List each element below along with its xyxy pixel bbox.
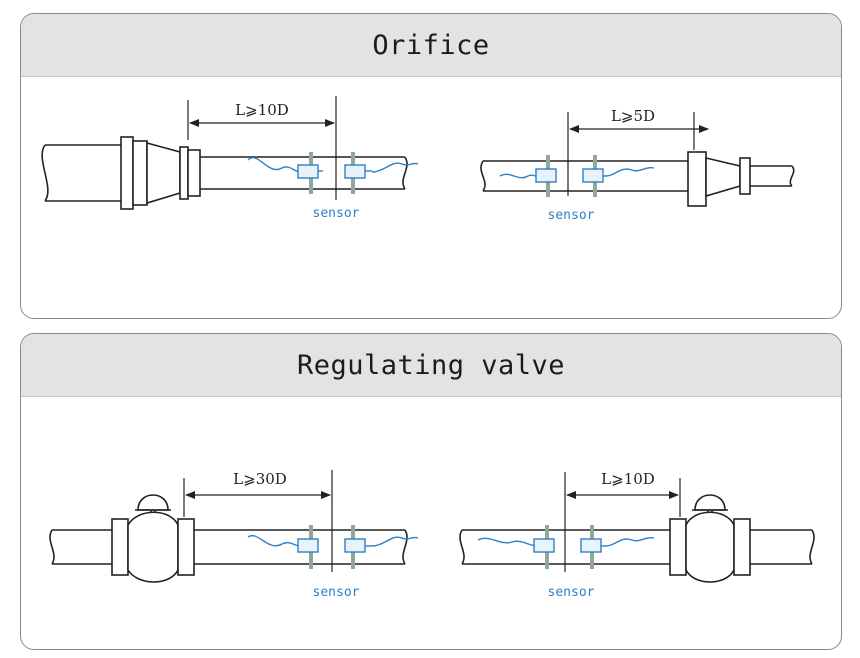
pipe-flange: [179, 146, 189, 200]
orifice-right-sensor-label: sensor: [548, 208, 595, 223]
orifice-title: Orifice: [372, 30, 490, 61]
pipe-flange: [111, 518, 129, 576]
sensor-transducer: [297, 538, 319, 553]
pipe-flange: [669, 518, 687, 576]
pipe-flange: [187, 149, 201, 197]
small-pipe: [750, 165, 795, 187]
sensor-cable: [604, 536, 655, 547]
sensor-cable: [247, 534, 301, 547]
sensor-cable: [371, 536, 419, 547]
sensor-transducer: [344, 164, 366, 179]
orifice-right-distance-label: L⩾5D: [611, 107, 655, 125]
pipe-flange: [177, 518, 195, 576]
sensor-transducer: [297, 164, 319, 179]
valve-left-distance-label: L⩾30D: [233, 470, 287, 488]
pipe-flange: [120, 136, 134, 210]
large-pipe: [41, 144, 121, 202]
pipe-flange: [739, 157, 751, 195]
inlet-pipe: [49, 529, 112, 565]
regulating-valve: [685, 494, 735, 583]
valve-left-sensor-label: sensor: [313, 585, 360, 600]
sensor-transducer: [533, 538, 555, 553]
orifice-left-setup: [41, 96, 419, 210]
measurement-pipe: [459, 529, 670, 565]
sensor-cable: [499, 173, 537, 179]
valve-right-setup: [459, 472, 815, 583]
measurement-pipe: [480, 160, 688, 192]
sensor-transducer: [580, 538, 602, 553]
regulating-valve-panel: Regulating valve: [20, 333, 842, 650]
sensor-cable: [477, 537, 539, 547]
orifice-left-sensor-label: sensor: [313, 206, 360, 221]
sensor-transducer: [535, 168, 557, 183]
sensor-transducer: [344, 538, 366, 553]
valve-left-setup: [49, 470, 419, 583]
sensor-transducer: [582, 168, 604, 183]
sensor-cable: [247, 157, 301, 173]
measurement-pipe: [200, 156, 408, 190]
pipe-flange: [733, 518, 751, 576]
pipe-flange: [132, 140, 148, 206]
orifice-panel-header: [21, 14, 841, 77]
sensor-cable: [604, 166, 655, 177]
sensor-cable: [371, 162, 419, 173]
measurement-pipe: [194, 529, 408, 565]
orifice-reducer: [146, 141, 181, 205]
regulating-valve-panel-header: [21, 334, 841, 397]
valve-right-sensor-label: sensor: [548, 585, 595, 600]
regulating-valve-title: Regulating valve: [296, 350, 566, 381]
valve-right-distance-label: L⩾10D: [601, 470, 655, 488]
orifice-left-distance-label: L⩾10D: [235, 101, 289, 119]
orifice-reducer: [705, 156, 741, 198]
outlet-pipe: [750, 529, 815, 565]
pipe-flange: [687, 151, 707, 207]
regulating-valve: [127, 494, 179, 583]
orifice-right-setup: [480, 112, 795, 207]
